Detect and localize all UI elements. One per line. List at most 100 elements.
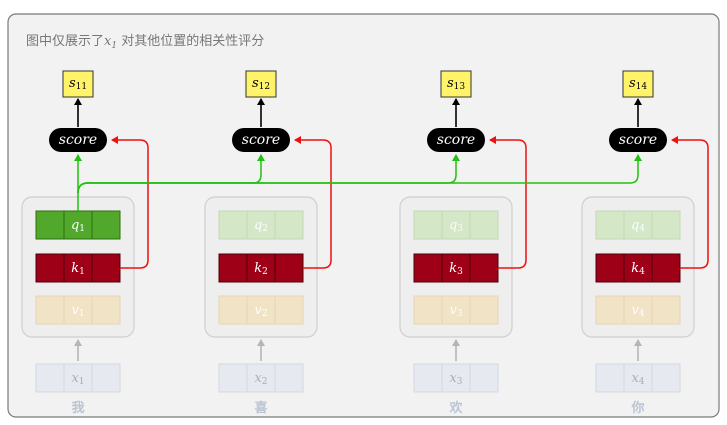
column-4: q4 k4 v4 x4 你 score s14 [581,70,695,416]
key-to-score-arrow [294,136,332,269]
k-vector: k1 [35,253,121,283]
s-label: s12 [252,76,270,93]
column-2: q2 k2 v2 x2 喜 score s12 [204,70,318,416]
score-node: score [232,128,290,152]
x-cell [91,363,121,393]
caption-math-sub: 1 [111,41,117,51]
q-label: q4 [631,218,645,235]
score-pill [49,128,107,152]
arrows-layer [74,136,709,269]
x-vector: x1 [35,363,121,393]
x-cell [413,363,443,393]
caption: 图中仅展示了x1 对其他位置的相关性评分 [26,33,264,51]
score-node: score [427,128,485,152]
x-label: x2 [254,371,267,388]
v-cell [35,295,65,325]
s-label: s11 [69,76,87,93]
k-label: k3 [449,261,463,278]
k-cell [91,253,121,283]
q-cell [218,210,248,240]
k-cell [595,253,625,283]
s-node: s11 [62,70,94,98]
k-cell [651,253,681,283]
q-cell [595,210,625,240]
q-cell [651,210,681,240]
score-label: score [59,132,97,148]
k-vector: k3 [413,253,499,283]
score-pill [609,128,667,152]
q-cell [441,210,471,240]
v-vector: v3 [413,295,499,325]
q-cell [413,210,443,240]
v-cell [63,295,93,325]
v-vector: v1 [35,295,121,325]
k-label: k2 [254,261,268,278]
v-cell [441,295,471,325]
s-node: s12 [245,70,277,98]
k-label: k1 [71,261,85,278]
word-label: 你 [630,400,644,416]
x-label: x3 [449,371,462,388]
k-vector: k4 [595,253,681,283]
score-label: score [619,132,657,148]
s-node: s13 [440,70,472,98]
q-cell [91,210,121,240]
s-box [245,70,277,98]
k-cell [63,253,93,283]
q-label: q1 [71,218,85,235]
word-label: 我 [71,400,84,416]
q-label: q2 [254,218,268,235]
k-cell [274,253,304,283]
caption-math-var: x [104,34,112,49]
v-label: v2 [254,303,267,320]
columns-layer: q1 k1 v1 x1 我 score s11 q2 k2 v2 x2 喜 score s12 q3 k3 v3… [21,70,695,416]
v-cell [469,295,499,325]
v-cell [274,295,304,325]
k-cell [218,253,248,283]
v-label: v4 [631,303,644,320]
score-node: score [49,128,107,152]
score-label: score [242,132,280,148]
k-cell [413,253,443,283]
k-cell [623,253,653,283]
score-label: score [437,132,475,148]
x-cell [35,363,65,393]
q-vector: q3 [413,210,499,240]
v-cell [651,295,681,325]
x-cell [218,363,248,393]
x-cell [651,363,681,393]
x-cell [246,363,276,393]
q-cell [63,210,93,240]
v-vector: v4 [595,295,681,325]
q-cell [274,210,304,240]
v-cell [91,295,121,325]
word-label: 喜 [254,400,267,416]
score-pill [427,128,485,152]
s-label: s13 [447,76,465,93]
q-vector: q4 [595,210,681,240]
key-to-score-arrow [111,136,149,269]
key-to-score-arrow [671,136,709,269]
x-label: x1 [71,371,84,388]
s-box [440,70,472,98]
caption-suffix: 对其他位置的相关性评分 [117,33,264,49]
diagram-frame [7,13,720,418]
v-cell [595,295,625,325]
caption-prefix: 图中仅展示了 [26,34,104,49]
x-label: x4 [631,371,644,388]
v-cell [623,295,653,325]
v-cell [413,295,443,325]
column-1: q1 k1 v1 x1 我 score s11 [21,70,135,416]
x-vector: x4 [595,363,681,393]
x-cell [595,363,625,393]
k-cell [246,253,276,283]
v-vector: v2 [218,295,304,325]
s-node: s14 [622,70,654,98]
s-box [62,70,94,98]
v-label: v1 [71,303,84,320]
score-pill [232,128,290,152]
k-cell [35,253,65,283]
key-to-score-arrow [489,136,527,269]
x-cell [469,363,499,393]
